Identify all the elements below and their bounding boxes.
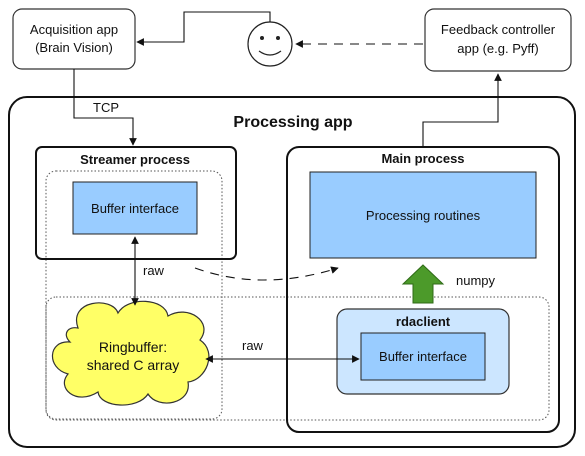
tcp-label: TCP xyxy=(93,100,119,115)
rdaclient-title: rdaclient xyxy=(396,314,451,329)
user-to-acquisition-connector xyxy=(136,11,271,46)
numpy-label: numpy xyxy=(456,273,496,288)
acquisition-app-node: Acquisition app (Brain Vision) xyxy=(12,8,136,70)
raw-label-streamer: raw xyxy=(143,263,165,278)
green-up-arrow-icon xyxy=(401,264,445,304)
streamer-dotted-region xyxy=(45,170,223,420)
main-process-box: Main process Processing routines xyxy=(286,146,560,433)
raw-label-ringbuffer: raw xyxy=(242,338,264,353)
processing-app-title: Processing app xyxy=(233,114,352,131)
rdaclient-buffer-interface-label: Buffer interface xyxy=(379,349,467,364)
streamer-buffer-interface-label: Buffer interface xyxy=(91,201,179,216)
main-to-feedback-connector xyxy=(422,73,502,147)
feedback-controller-node: Feedback controller app (e.g. Pyff) xyxy=(424,8,572,72)
main-process-title: Main process xyxy=(381,151,464,166)
ringbuffer-label-line2: shared C array xyxy=(87,357,180,373)
streamer-process-box: Streamer process Buffer interface xyxy=(35,146,237,260)
ringbuffer-label-line1: Ringbuffer: xyxy=(99,339,167,355)
rdaclient-box: rdaclient Buffer interface xyxy=(336,308,510,395)
tcp-connector xyxy=(73,69,137,146)
streamer-process-title: Streamer process xyxy=(80,152,190,167)
smiley-face-icon xyxy=(247,21,293,67)
acquisition-app-label-line2: (Brain Vision) xyxy=(35,40,113,55)
shared-memory-dotted-region xyxy=(45,296,550,421)
acquisition-app-label-line1: Acquisition app xyxy=(30,22,118,37)
feedback-app-label-line2: app (e.g. Pyff) xyxy=(457,41,538,56)
raw-to-processing-dashed-connector xyxy=(194,266,339,281)
feedback-app-label-line1: Feedback controller xyxy=(441,22,556,37)
processing-routines-label: Processing routines xyxy=(366,208,481,223)
ringbuffer-cloud: Ringbuffer: shared C array xyxy=(51,300,210,406)
